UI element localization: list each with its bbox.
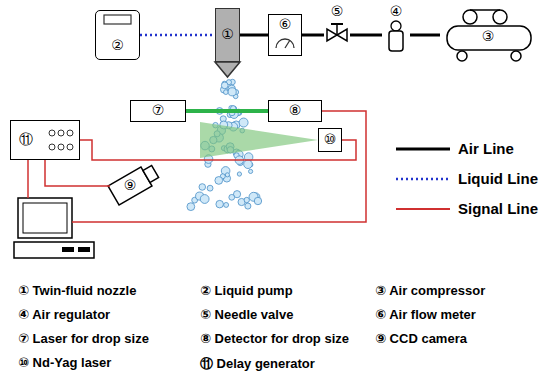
air-line	[410, 34, 440, 37]
callout-number: ③	[482, 29, 495, 44]
twin-fluid-nozzle: ①	[215, 8, 240, 62]
droplet	[225, 173, 229, 177]
callout-number: ⑦	[152, 103, 165, 118]
valve-handle	[331, 23, 343, 25]
air-regulator: ④	[382, 4, 410, 66]
legend-sample	[396, 178, 450, 181]
callout-number: ⑥	[279, 17, 292, 32]
air-flow-meter: ⑥	[268, 14, 302, 56]
signal-line	[80, 140, 356, 160]
valve-stem	[336, 24, 338, 35]
computer-drive	[62, 247, 74, 252]
droplet	[215, 177, 223, 185]
gauge-arc	[276, 39, 294, 48]
callout-number: ⑧	[289, 103, 302, 118]
droplet	[224, 202, 229, 207]
callout-number: ⑪	[19, 132, 33, 147]
droplet	[239, 118, 248, 127]
callout-number: ①	[221, 27, 234, 42]
droplet	[199, 184, 206, 191]
part-list-item: ⑤ Needle valve	[200, 307, 293, 322]
compressor-motor	[463, 10, 477, 24]
compressor-wheel	[457, 51, 467, 61]
part-list-item: ⑧ Detector for drop size	[200, 331, 349, 346]
air-line	[350, 34, 382, 37]
drop-size-laser: ⑦	[130, 100, 186, 122]
compressor-wheel	[511, 51, 521, 61]
ccd-camera	[108, 162, 161, 205]
nd-yag-laser: ⑩	[318, 128, 342, 152]
legend-text: Signal Line	[458, 200, 538, 217]
callout-number: ⑩	[324, 132, 337, 147]
part-list-item: ① Twin-fluid nozzle	[18, 283, 136, 298]
part-list-item: ⑥ Air flow meter	[375, 307, 476, 322]
part-list-item: ⑨ CCD camera	[375, 331, 467, 346]
droplet	[221, 82, 228, 89]
needle-valve: ⑤	[324, 4, 350, 66]
signal-wire	[72, 111, 366, 222]
part-list-item: ② Liquid pump	[200, 283, 293, 298]
liquid-pump: ②	[95, 10, 140, 60]
droplet	[187, 203, 195, 211]
nozzle-tip	[215, 62, 240, 77]
compressor-belt	[470, 9, 500, 11]
callout-number: ⑤	[331, 4, 344, 19]
computer-case	[14, 242, 94, 258]
valve-symbol	[327, 29, 337, 41]
part-list-item: ④ Air regulator	[18, 307, 110, 322]
legend-sample	[396, 208, 450, 210]
signal-wire	[27, 160, 29, 198]
air-line	[302, 34, 324, 37]
air-line	[240, 34, 268, 37]
regulator-gauge	[391, 21, 401, 31]
callout-number: ⑨	[124, 178, 137, 193]
delay-generator: ⑪	[10, 120, 80, 160]
legend-text: Air Line	[458, 140, 514, 157]
part-list-item: ⑦ Laser for drop size	[18, 331, 149, 346]
droplet	[207, 185, 213, 191]
regulator-body	[389, 31, 403, 51]
computer-monitor	[18, 198, 72, 238]
droplet	[228, 88, 236, 96]
callout-number: ④	[390, 4, 403, 19]
droplet	[244, 197, 249, 202]
droplet	[224, 90, 229, 95]
laser-beam	[186, 109, 268, 113]
droplet	[244, 160, 253, 169]
liquid-line	[140, 34, 215, 37]
droplet	[249, 169, 253, 173]
ccd-camera: ⑨	[110, 172, 150, 200]
gauge-needle	[285, 40, 290, 48]
compressor-tank	[447, 26, 531, 50]
callout-number: ②	[111, 38, 124, 53]
droplet	[245, 203, 251, 209]
light-sheet	[200, 122, 318, 158]
part-list-item: ⑪ Delay generator	[200, 355, 315, 373]
droplet	[237, 172, 241, 176]
generator-knobs	[49, 130, 73, 150]
droplet	[200, 195, 209, 204]
legend-sample	[396, 148, 450, 151]
droplet	[229, 194, 235, 200]
drop-size-detector: ⑧	[268, 100, 322, 122]
part-list-item: ⑩ Nd-Yag laser	[18, 355, 111, 370]
computer-screen	[23, 203, 67, 233]
droplet	[254, 197, 261, 204]
valve-symbol	[337, 29, 347, 41]
air-compressor: ③	[440, 8, 536, 62]
pump-display	[104, 15, 131, 24]
compressor-motor	[493, 10, 507, 24]
legend-text: Liquid Line	[458, 170, 538, 187]
signal-line	[45, 160, 110, 186]
part-list-item: ③ Air compressor	[375, 283, 485, 298]
droplet	[216, 200, 224, 208]
computer-drive	[78, 247, 90, 252]
